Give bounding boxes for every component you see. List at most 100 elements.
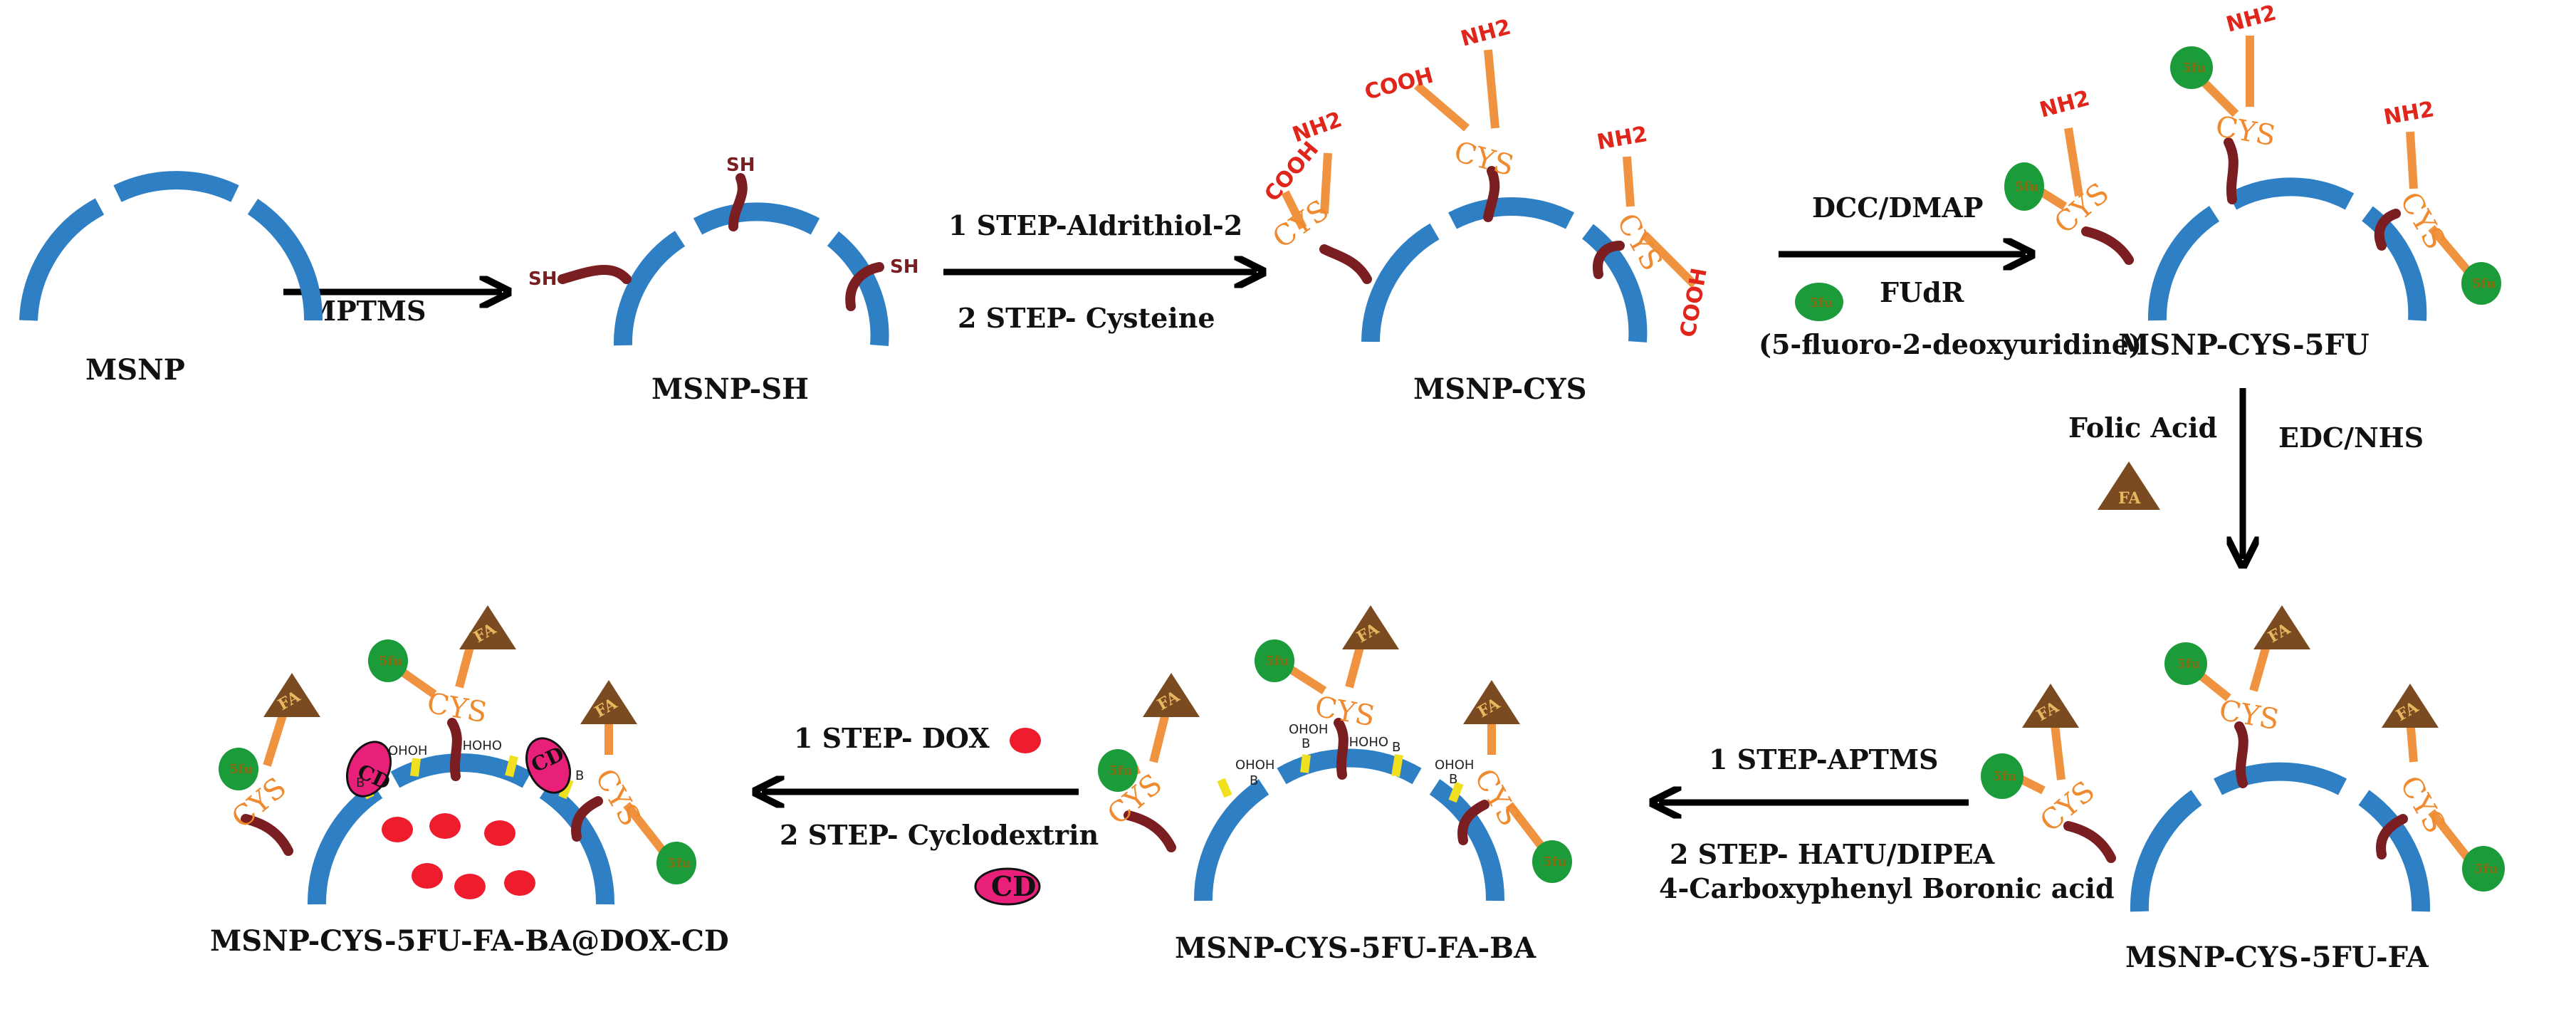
5fu-badge-label: 5fu xyxy=(2015,179,2038,194)
5fu-badge-label: 5fu xyxy=(2474,862,2498,877)
nh2-label: NH2 xyxy=(2224,1,2279,38)
caption-msnp: MSNP xyxy=(85,353,185,387)
fudr-icon xyxy=(1795,283,1843,321)
step-edc-nhs-label: EDC/NHS xyxy=(2278,422,2424,454)
cys-arm xyxy=(1320,152,1332,214)
msnp-cys-5fu-fa-ba-particle xyxy=(1098,605,1572,901)
cys-linker xyxy=(1319,244,1372,284)
cys-arm xyxy=(1641,231,1698,288)
nh2-label: NH2 xyxy=(2037,86,2093,123)
cyclodextrin-cap xyxy=(346,741,392,798)
boronic-acid-label: OHOH xyxy=(1349,733,1388,748)
cys-arm xyxy=(1281,190,1307,230)
folic-acid-icon xyxy=(2098,461,2160,510)
caption-msnp-sh: MSNP-SH xyxy=(651,372,809,406)
cys-arm xyxy=(1623,156,1635,207)
dox-molecule xyxy=(504,870,535,896)
dox-molecule xyxy=(429,813,461,839)
boronic-link xyxy=(1217,778,1232,798)
step-dcc-dmap-label: DCC/DMAP xyxy=(1812,192,1983,224)
boron-label: B xyxy=(575,768,584,783)
dox-molecule xyxy=(454,874,486,899)
5fu-badge-label: 5fu xyxy=(1543,854,1566,869)
5fu-badge xyxy=(2004,162,2044,211)
msnp-particle xyxy=(19,171,323,321)
boronic-link xyxy=(1300,754,1311,773)
5fu-badge-label: 5fu xyxy=(2182,61,2206,75)
dox-molecule xyxy=(484,820,515,846)
nh2-label: NH2 xyxy=(2382,97,2436,130)
boronic-acid-label: OHOH xyxy=(1235,758,1274,773)
nh2-label: NH2 xyxy=(1289,107,1346,147)
folic-acid-icon-label: FA xyxy=(2118,489,2141,508)
step-mptms-label: MPTMS xyxy=(306,295,426,327)
5fu-badge-label: 5fu xyxy=(2177,657,2200,671)
fudr-icon-label: 5fu xyxy=(1809,296,1833,310)
step-fudr-fullname: (5-fluoro-2-deoxyuridine) xyxy=(1759,328,2142,360)
sh-group-label: SH xyxy=(890,256,919,278)
final-particle xyxy=(219,605,696,905)
boronic-acid-label: OHOH xyxy=(463,737,502,752)
msnp-cys-particle xyxy=(1281,49,1698,343)
dox-icon xyxy=(1010,728,1041,753)
cyclodextrin-cap xyxy=(525,737,571,794)
5fu-badge-label: 5fu xyxy=(1109,763,1132,778)
cys-label: CYS xyxy=(2213,110,2278,153)
caption-msnp-cys-5fu: MSNP-CYS-5FU xyxy=(2118,328,2370,362)
boronic-acid-label: OHOH xyxy=(1435,758,1474,773)
5fu-badge xyxy=(2461,262,2501,305)
cys-arm xyxy=(1484,49,1499,129)
fa-badge xyxy=(2382,684,2439,728)
dox-molecule xyxy=(412,863,443,889)
msnp-sh-particle xyxy=(557,173,889,346)
5fu-badge-label: 5fu xyxy=(1993,769,2016,784)
nh2-label: NH2 xyxy=(1595,122,1649,155)
step-boronic-label: 4-Carboxyphenyl Boronic acid xyxy=(1659,872,2115,904)
cys-arm xyxy=(1414,82,1470,132)
step-dox-label: 1 STEP- DOX xyxy=(794,722,990,754)
caption-msnp-cys-5fu-fa: MSNP-CYS-5FU-FA xyxy=(2125,941,2429,974)
boron-label: B xyxy=(356,775,365,790)
step-folic-acid-label: Folic Acid xyxy=(2068,412,2217,444)
5fu-badge-label: 5fu xyxy=(379,654,402,669)
step-cysteine-label: 2 STEP- Cysteine xyxy=(958,302,1215,334)
dox-molecule xyxy=(382,817,413,842)
cys-linker xyxy=(1483,166,1500,222)
boron-label: B xyxy=(1250,773,1258,788)
5fu-badge-label: 5fu xyxy=(667,856,691,871)
thiol-linker xyxy=(845,262,884,311)
caption-final: MSNP-CYS-5FU-FA-BA@DOX-CD xyxy=(210,924,729,958)
5fu-badge-label: 5fu xyxy=(1265,654,1289,669)
cys-linker xyxy=(1593,241,1625,279)
sh-group-label: SH xyxy=(726,155,755,176)
5fu-badge-label: 5fu xyxy=(229,762,253,777)
step-fudr-label: FUdR xyxy=(1880,276,1964,308)
msnp-cys-5fu-particle xyxy=(2004,36,2501,321)
boronic-acid-label: OHOH xyxy=(388,743,427,758)
5fu-badge-label: 5fu xyxy=(2472,276,2496,291)
cd-icon-label: CD xyxy=(991,870,1036,902)
fa-badge xyxy=(2253,605,2310,649)
nh2-label: NH2 xyxy=(1458,15,1514,52)
boronic-acid-label: OHOH xyxy=(1289,722,1328,737)
step-aptms-label: 1 STEP-APTMS xyxy=(1709,743,1938,775)
caption-msnp-cys: MSNP-CYS xyxy=(1413,372,1587,406)
thiol-linker xyxy=(728,173,748,231)
5fu-badge xyxy=(2170,46,2213,89)
step-hatu-label: 2 STEP- HATU/DIPEA xyxy=(1670,838,1995,870)
cooh-label: COOH xyxy=(1362,63,1436,105)
thiol-linker xyxy=(557,265,632,284)
cys-label: CYS xyxy=(424,687,489,730)
fa-badge xyxy=(2022,684,2079,728)
step-cyclodextrin-label: 2 STEP- Cyclodextrin xyxy=(780,819,1099,851)
step-aldrithiol-label: 1 STEP-Aldrithiol-2 xyxy=(948,209,1242,241)
msnp-cys-5fu-fa-particle xyxy=(1981,605,2505,912)
boron-label: B xyxy=(1302,736,1310,751)
caption-msnp-cys-5fu-fa-ba: MSNP-CYS-5FU-FA-BA xyxy=(1175,931,1536,965)
cys-label: CYS xyxy=(1450,135,1517,182)
cd-icon xyxy=(974,867,1041,906)
boronic-link xyxy=(1391,754,1403,777)
sh-group-label: SH xyxy=(528,268,557,290)
boron-label: B xyxy=(1392,740,1400,755)
